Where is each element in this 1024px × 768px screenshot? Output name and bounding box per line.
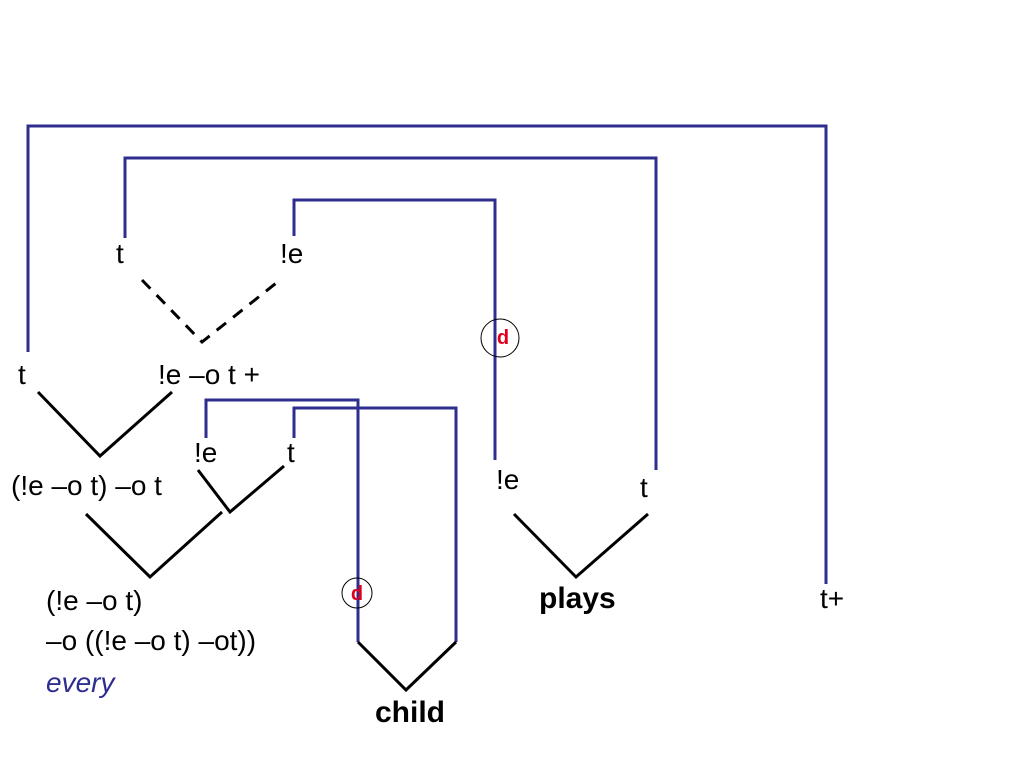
plays-branch [512,512,649,580]
label-impl-e-t: !e –o t + [158,359,260,390]
label-quant-type: (!e –o t) –o t [11,470,162,501]
d-marker-upper-circle [480,318,520,358]
third-link [292,198,497,460]
word-every: every [46,667,116,698]
left-t-branch [36,390,173,459]
every-branch [84,510,224,580]
axiom-links [26,124,828,642]
second-link [123,156,658,470]
label-mid-e: !e [194,437,217,468]
tree-edges [36,278,649,693]
top-dashed-branch [140,278,281,345]
label-top-t: t [116,238,124,269]
label-every-type-line1: (!e –o t) [46,585,142,616]
label-every-type-line2: –o ((!e –o t) –ot)) [46,625,256,656]
outer-link [26,124,828,584]
label-t-plus: t+ [820,583,844,614]
d-marker-upper: d [480,318,520,358]
node-labels: t !e t !e –o t + !e t (!e –o t) –o t !e … [11,238,844,656]
d-marker-lower-text: d [351,583,363,605]
label-left-t: t [18,359,26,390]
label-mid-t: t [287,437,295,468]
label-right-t: t [640,472,648,503]
mid-branch [196,464,285,515]
word-child: child [375,696,445,729]
child-right-link [292,406,458,642]
child-branch [356,640,458,693]
lexical-items: every plays child [46,582,616,729]
label-right-e: !e [496,464,519,495]
d-marker-lower-circle [341,577,373,609]
d-marker-upper-text: d [497,327,509,349]
child-left-link [204,398,360,642]
label-top-e: !e [280,238,303,269]
word-plays: plays [539,582,616,615]
d-marker-lower: d [341,577,373,609]
